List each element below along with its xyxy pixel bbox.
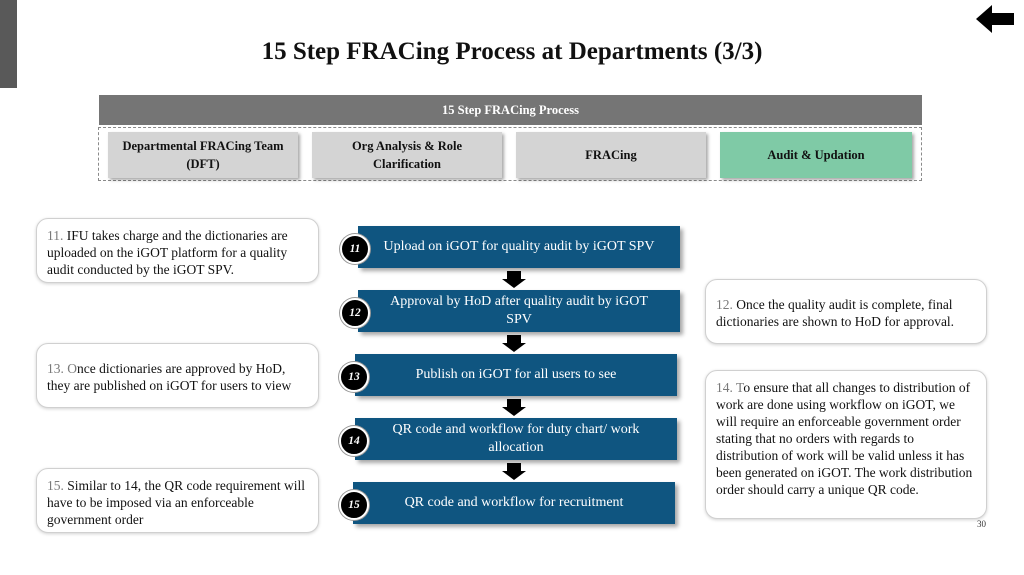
- step-box-13: Publish on iGOT for all users to see: [355, 354, 677, 396]
- back-arrow-icon[interactable]: [975, 4, 1015, 34]
- down-arrow-icon: [502, 399, 526, 416]
- phase-org-analysis: Org Analysis & Role Clarification: [312, 132, 502, 178]
- left-accent-bar: [0, 0, 17, 88]
- note-number: 12.: [716, 297, 737, 312]
- phase-container: Departmental FRACing Team (DFT) Org Anal…: [98, 127, 922, 181]
- step-number-12: 12: [340, 298, 370, 328]
- process-header-bar: 15 Step FRACing Process: [99, 95, 922, 125]
- page-number: 30: [977, 519, 986, 529]
- step-box-14: QR code and workflow for duty chart/ wor…: [355, 418, 677, 460]
- note-number: 11.: [47, 228, 67, 243]
- step-number-14: 14: [339, 426, 369, 456]
- phase-fracing: FRACing: [516, 132, 706, 178]
- note-step-11: 11. IFU takes charge and the dictionarie…: [36, 218, 319, 283]
- note-text: Similar to 14, the QR code requirement w…: [47, 478, 305, 527]
- note-text: Once the quality audit is complete, fina…: [716, 297, 955, 329]
- down-arrow-icon: [502, 271, 526, 288]
- phase-dft: Departmental FRACing Team (DFT): [108, 132, 298, 178]
- down-arrow-icon: [502, 463, 526, 480]
- note-text: nce dictionaries are approved by HoD, th…: [47, 361, 292, 393]
- step-box-11: Upload on iGOT for quality audit by iGOT…: [358, 226, 680, 268]
- note-text: o ensure that all changes to distributio…: [716, 380, 973, 497]
- phase-audit-updation: Audit & Updation: [720, 132, 912, 178]
- step-number-15: 15: [339, 490, 369, 520]
- note-step-14: 14. To ensure that all changes to distri…: [705, 370, 987, 519]
- down-arrow-icon: [502, 335, 526, 352]
- note-number: 13. O: [47, 361, 77, 376]
- note-step-13: 13. Once dictionaries are approved by Ho…: [36, 343, 319, 408]
- step-number-13: 13: [339, 362, 369, 392]
- step-number-11: 11: [340, 234, 370, 264]
- note-number: 15.: [47, 478, 68, 493]
- step-box-15: QR code and workflow for recruitment: [353, 482, 675, 524]
- step-box-12: Approval by HoD after quality audit by i…: [358, 290, 680, 332]
- note-step-15: 15. Similar to 14, the QR code requireme…: [36, 468, 319, 533]
- note-number: 14. T: [716, 380, 744, 395]
- note-text: IFU takes charge and the dictionaries ar…: [47, 228, 288, 277]
- page-title: 15 Step FRACing Process at Departments (…: [261, 38, 763, 65]
- note-step-12: 12. Once the quality audit is complete, …: [705, 279, 987, 344]
